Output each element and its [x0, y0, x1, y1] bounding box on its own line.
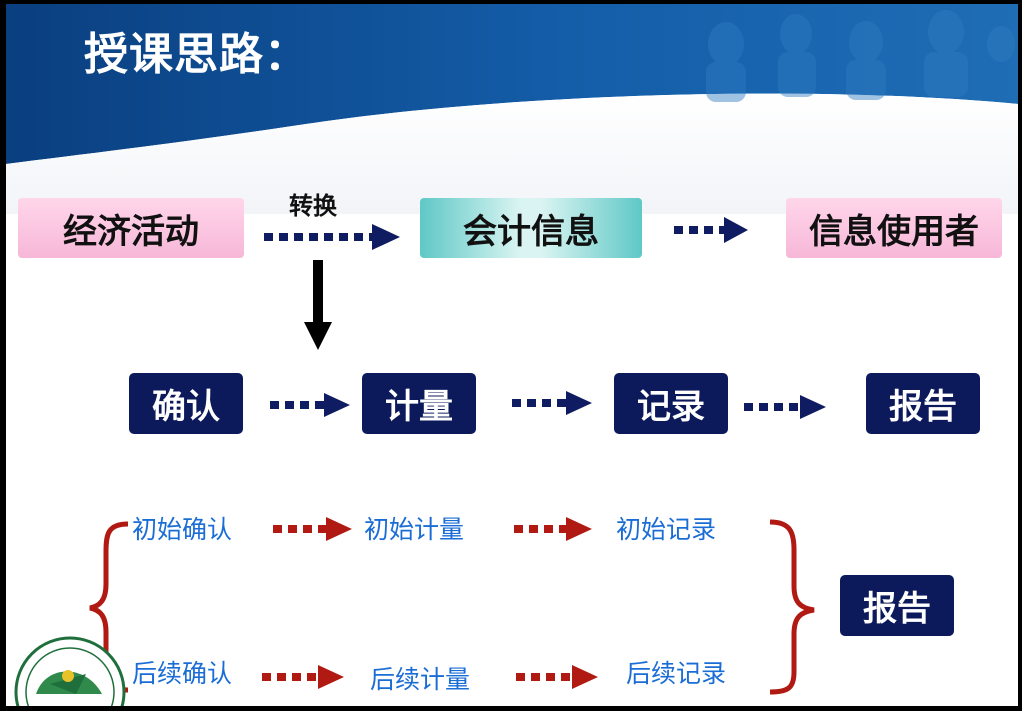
subsequent-measure-label: 后续计量 — [370, 665, 471, 694]
measure-box: 计量 — [362, 373, 476, 434]
record-label: 记录 — [637, 387, 705, 427]
initial-confirm-label: 初始确认 — [132, 515, 233, 544]
measure-label: 计量 — [385, 387, 453, 427]
page-title: 授课思路： — [84, 29, 309, 80]
info-users-label: 信息使用者 — [809, 211, 979, 252]
economic-activity-label: 经济活动 — [63, 211, 199, 252]
accounting-info-label: 会计信息 — [463, 211, 599, 252]
arrow-measure-to-record — [512, 391, 592, 415]
economic-activity-box: 经济活动 — [18, 198, 244, 258]
record-box: 记录 — [614, 373, 728, 434]
info-users-box: 信息使用者 — [786, 198, 1002, 258]
subsequent-record-label: 后续记录 — [626, 659, 727, 688]
arrow-subsequent-confirm-to-measure — [262, 665, 344, 689]
arrow-record-to-report — [744, 395, 826, 419]
confirm-box: 确认 — [129, 373, 243, 434]
slide-canvas: 授课思路： 经济活动 转换 会计信息 信息使用者 确认 计量 记录 报告 初始确… — [6, 4, 1018, 706]
arrow-subsequent-measure-to-record — [516, 665, 598, 689]
arrow-economic-to-accounting — [264, 224, 400, 250]
diagram-connectors — [14, 217, 826, 706]
initial-record-label: 初始记录 — [616, 515, 717, 544]
right-brace — [769, 519, 815, 695]
final-report-box: 报告 — [840, 575, 954, 636]
university-logo — [14, 636, 126, 706]
arrow-initial-measure-to-record — [514, 517, 592, 541]
final-report-label: 报告 — [863, 589, 931, 629]
transform-label: 转换 — [289, 192, 337, 220]
arrow-confirm-to-measure — [270, 393, 350, 417]
arrow-down-to-process — [304, 260, 332, 350]
report-label: 报告 — [889, 387, 957, 427]
accounting-info-box: 会计信息 — [420, 198, 642, 258]
report-box: 报告 — [866, 373, 980, 434]
subsequent-confirm-label: 后续确认 — [132, 659, 233, 688]
confirm-label: 确认 — [152, 387, 220, 427]
arrow-initial-confirm-to-measure — [273, 517, 352, 541]
arrow-accounting-to-users — [674, 217, 748, 243]
initial-measure-label: 初始计量 — [364, 515, 465, 544]
header-banner — [6, 4, 1018, 214]
